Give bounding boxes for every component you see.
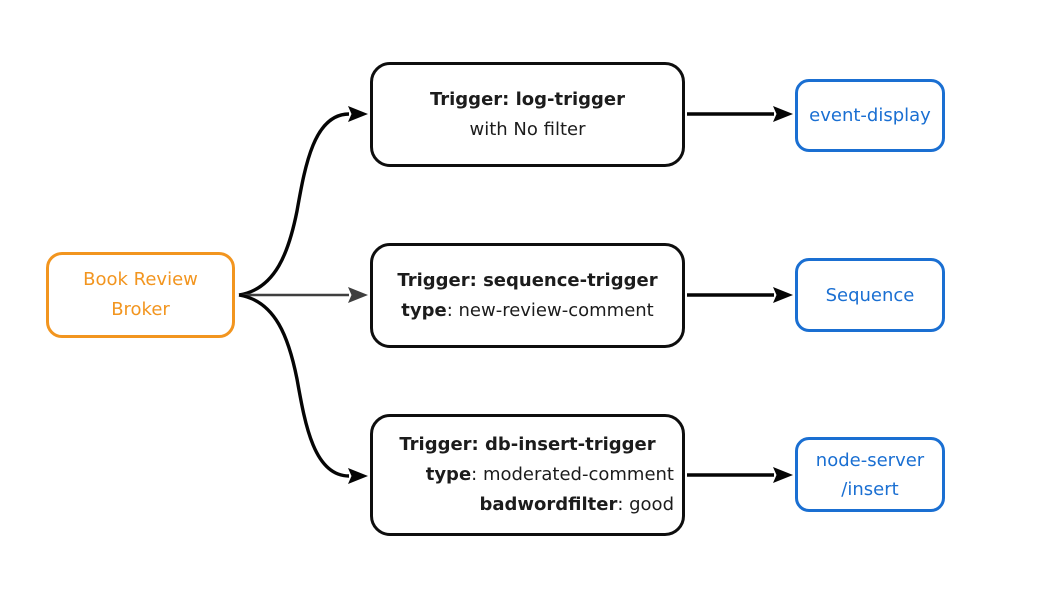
trigger-sequence-attr: type: new-review-comment	[401, 299, 654, 321]
trigger-log-subtitle: with No filter	[469, 118, 586, 140]
trigger-db-insert-title: Trigger: db-insert-trigger	[399, 434, 656, 455]
trigger-sequence-node: Trigger: sequence-trigger type: new-revi…	[370, 243, 685, 348]
sink-event-display-label: event-display	[809, 105, 931, 126]
trigger-sequence-title: Trigger: sequence-trigger	[397, 269, 658, 291]
trigger-log-node: Trigger: log-trigger with No filter	[370, 62, 685, 167]
broker-node: Book Review Broker	[46, 252, 235, 338]
edge-broker-to-db-insert-trigger	[238, 293, 368, 484]
sink-node-server-node: node-server /insert	[795, 437, 945, 512]
broker-label-line2: Broker	[111, 299, 170, 320]
trigger-db-insert-node: Trigger: db-insert-trigger type: moderat…	[370, 414, 685, 536]
sink-sequence-label: Sequence	[825, 284, 915, 306]
edge-broker-to-log-trigger	[238, 106, 368, 297]
trigger-log-title: Trigger: log-trigger	[429, 88, 626, 110]
broker-label-line1: Book Review	[83, 269, 198, 290]
sink-node-server-label-line2: /insert	[841, 478, 899, 500]
sink-node-server-label-line1: node-server	[815, 449, 925, 471]
trigger-db-insert-attr-type: type: moderated-comment	[425, 464, 674, 485]
trigger-db-insert-attr-badwordfilter: badwordfilter: good	[479, 494, 674, 515]
sink-sequence-node: Sequence	[795, 258, 945, 332]
sink-event-display-node: event-display	[795, 79, 945, 152]
